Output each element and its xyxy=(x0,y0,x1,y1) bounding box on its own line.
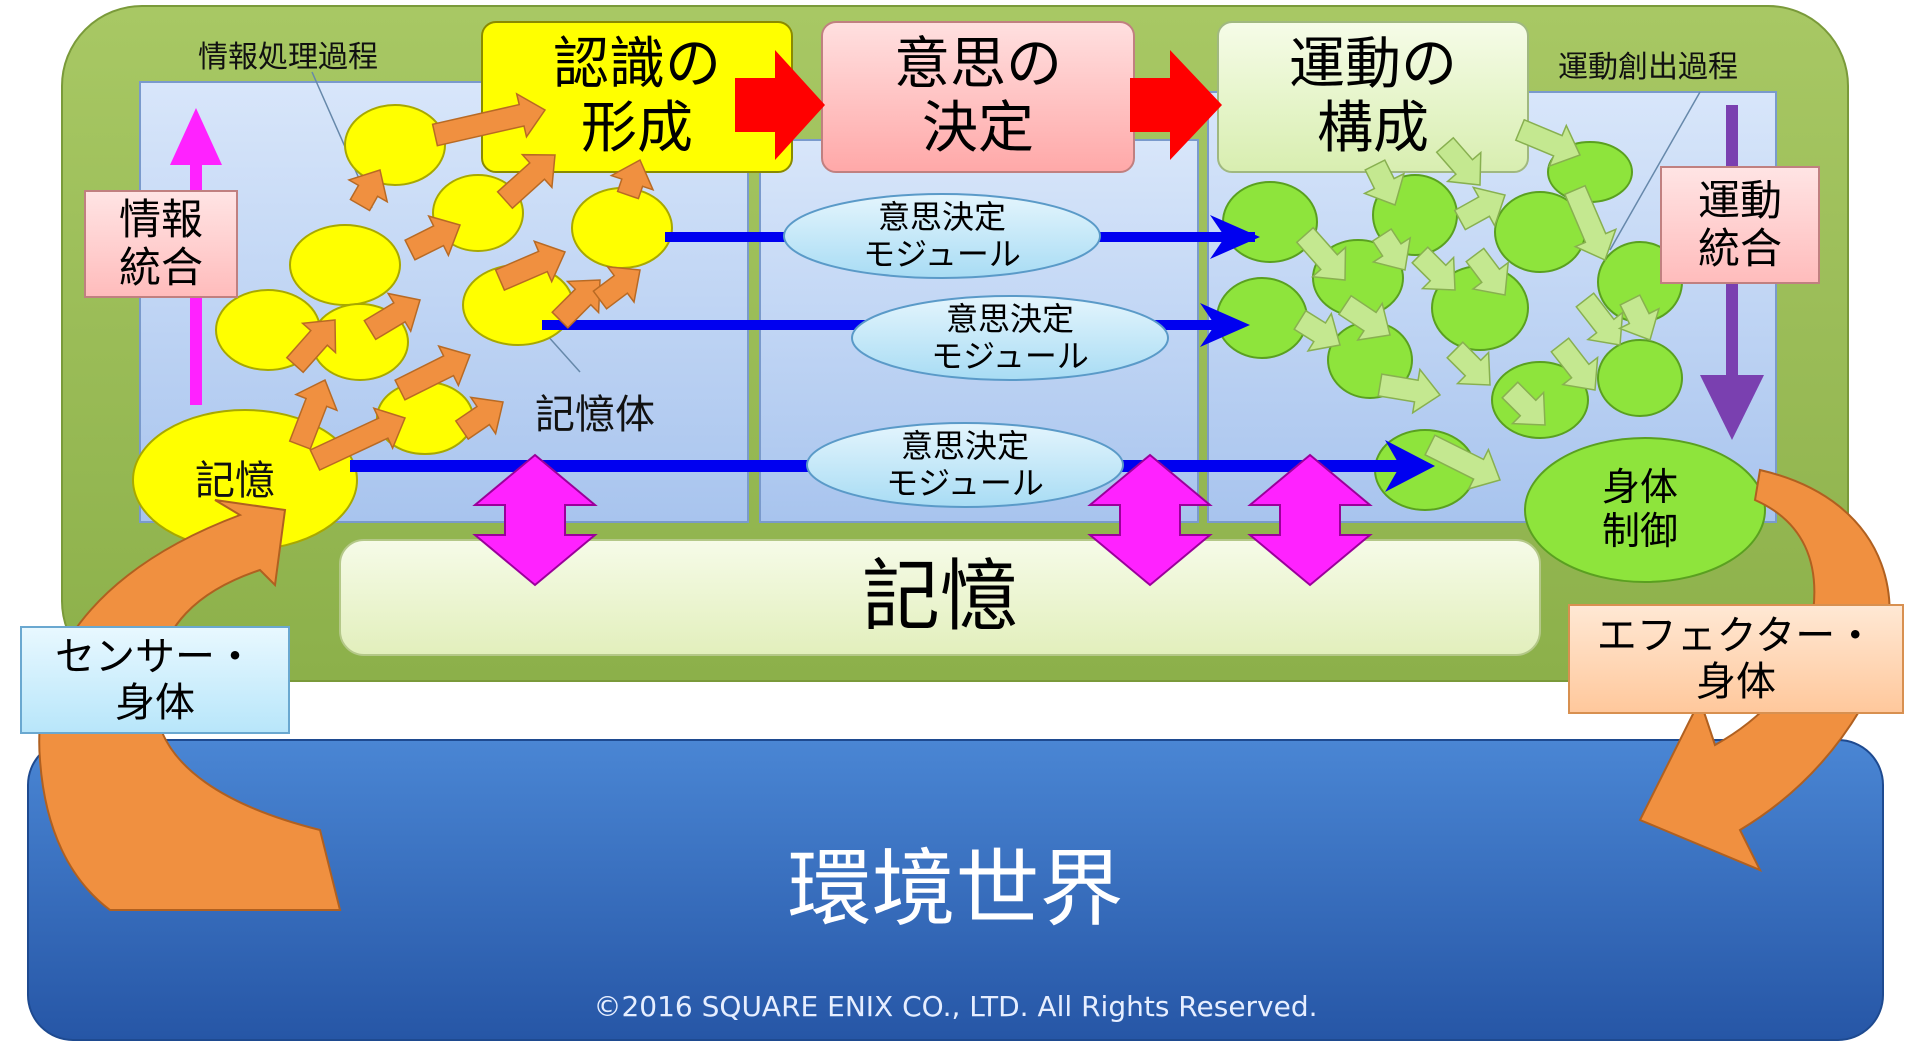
sensor-body-box: センサー・ 身体 xyxy=(20,626,290,734)
motion-integration-box: 運動 統合 xyxy=(1660,166,1820,284)
orange-flow-arrow-12 xyxy=(496,153,556,210)
decision-stage-label: 意思の 決定 xyxy=(894,31,1062,161)
orange-flow-arrow-6 xyxy=(404,214,461,261)
green-flow-arrow-1 xyxy=(1295,226,1347,281)
green-flow-arrow-7 xyxy=(1377,367,1442,415)
green-flow-arrow-10 xyxy=(1514,118,1582,168)
memory-bar-label: 記憶 xyxy=(861,551,1018,642)
orange-flow-arrow-2 xyxy=(309,406,407,471)
green-flow-arrow-17 xyxy=(1424,434,1501,491)
environment-panel xyxy=(27,739,1884,1041)
motion-process-leader xyxy=(1609,91,1701,251)
green-flow-arrow-2 xyxy=(1293,309,1341,352)
orange-flow-arrow-4 xyxy=(285,319,337,374)
effector-body-box: エフェクター・ 身体 xyxy=(1568,604,1904,714)
recognition-stage-label: 認識の 形成 xyxy=(553,31,721,161)
green-flow-arrow-13 xyxy=(1465,247,1510,296)
red-arrow-1 xyxy=(735,50,825,160)
decision-module-label-1: 意思決定 モジュール xyxy=(863,198,1021,273)
orange-flow-arrow-13 xyxy=(609,158,655,200)
green-flow-arrow-5 xyxy=(1411,246,1456,291)
info-process-label: 情報処理過程 xyxy=(198,40,378,75)
decision-module-label-2: 意思決定 モジュール xyxy=(931,300,1089,375)
magenta-arrows xyxy=(472,453,1373,587)
orange-flow-arrow-7 xyxy=(347,169,389,212)
orange-flow-arrow-9 xyxy=(494,240,567,292)
green-flow-arrow-15 xyxy=(1501,381,1546,426)
green-flow-arrow-16 xyxy=(1550,337,1599,391)
memory-node-label: 記憶 xyxy=(195,458,275,504)
green-flow-arrow-6 xyxy=(1337,294,1391,342)
memory-bar xyxy=(339,539,1541,656)
orange-flow-arrow-1 xyxy=(288,378,339,450)
environment-title: 環境世界 xyxy=(787,840,1124,938)
orange-flow-arrow-10 xyxy=(551,279,601,329)
green-flow-arrow-3 xyxy=(1362,159,1406,206)
motion-stage-label: 運動の 構成 xyxy=(1289,31,1457,161)
green-flow-arrow-11 xyxy=(1563,184,1618,262)
green-flow-arrow-18 xyxy=(1617,294,1661,341)
orange-flow-arrow-5 xyxy=(363,292,421,341)
copyright-text: ©2016 SQUARE ENIX CO., LTD. All Rights R… xyxy=(593,990,1318,1023)
body-control-label: 身体 制御 xyxy=(1601,465,1678,553)
decision-module-shapes xyxy=(783,193,1169,508)
green-flow-arrow-4 xyxy=(1371,227,1412,271)
info-integration-box: 情報 統合 xyxy=(84,190,238,298)
green-flow-arrow-14 xyxy=(1446,341,1491,386)
orange-flow-arrow-3 xyxy=(394,344,471,401)
orange-flow-arrow-11 xyxy=(592,265,641,310)
decision-module-label-3: 意思決定 モジュール xyxy=(886,427,1044,502)
orange-flow-arrow-14 xyxy=(454,396,504,441)
red-arrow-2 xyxy=(1130,50,1222,160)
orange-flow-arrow-8 xyxy=(431,92,547,147)
effector-cycle-arrow xyxy=(1638,468,1891,872)
motion-process-label: 運動創出過程 xyxy=(1558,50,1738,85)
green-flow-arrow-8 xyxy=(1453,186,1506,231)
memory-body-label: 記憶体 xyxy=(535,392,655,438)
green-flow-arrow-9 xyxy=(1435,136,1482,186)
